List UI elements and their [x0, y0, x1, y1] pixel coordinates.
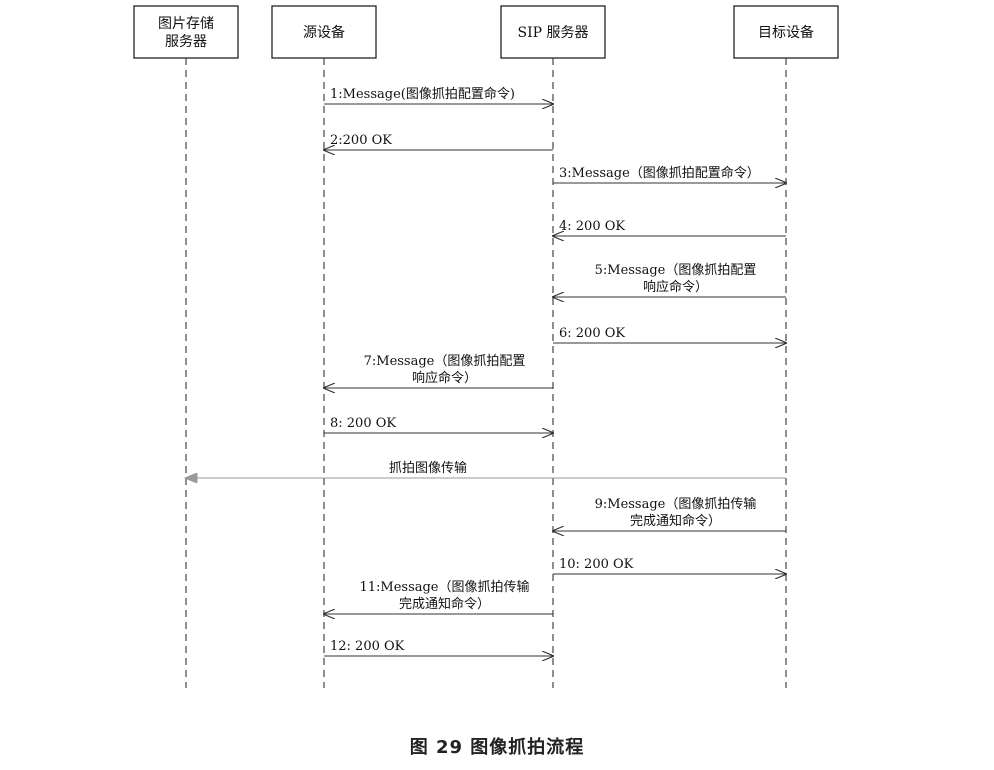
message-label: 响应命令）: [643, 279, 708, 295]
participant-label: 目标设备: [758, 24, 814, 41]
participant-label: 源设备: [303, 24, 345, 41]
message-label: 11:Message（图像抓拍传输: [359, 579, 529, 595]
message-11: 10: 200 OK: [553, 557, 786, 574]
message-label: 6: 200 OK: [559, 326, 625, 341]
participant-dst: 目标设备: [733, 5, 839, 688]
message-label: 响应命令）: [412, 370, 477, 386]
participant-sip: SIP 服务器: [500, 5, 606, 688]
message-label: 8: 200 OK: [330, 416, 396, 431]
message-4: 4: 200 OK: [553, 219, 786, 236]
participant-label: SIP 服务器: [518, 25, 589, 41]
participant-box: [133, 5, 239, 59]
message-label: 9:Message（图像抓拍传输: [595, 496, 757, 512]
message-13: 12: 200 OK: [324, 639, 553, 656]
participant-label: 服务器: [165, 34, 207, 50]
participant-label: 图片存储: [158, 16, 214, 32]
message-label: 5:Message（图像抓拍配置: [595, 263, 757, 278]
message-9: 抓拍图像传输: [186, 460, 786, 478]
participant-box: [500, 5, 606, 59]
participant-src: 源设备: [271, 5, 377, 688]
message-label: 完成通知命令）: [399, 596, 490, 612]
message-label: 4: 200 OK: [559, 219, 625, 234]
message-6: 6: 200 OK: [553, 326, 786, 343]
message-2: 2:200 OK: [324, 133, 553, 150]
message-label: 7:Message（图像抓拍配置: [364, 354, 526, 369]
participant-box: [733, 5, 839, 59]
message-label: 抓拍图像传输: [389, 460, 467, 476]
message-label: 3:Message（图像抓拍配置命令）: [559, 165, 760, 181]
message-label: 2:200 OK: [330, 133, 392, 148]
message-8: 8: 200 OK: [324, 416, 553, 433]
figure-caption: 图 29 图像抓拍流程: [409, 737, 585, 758]
message-label: 完成通知命令）: [630, 513, 721, 529]
message-label: 1:Message(图像抓拍配置命令): [330, 86, 515, 102]
message-3: 3:Message（图像抓拍配置命令）: [553, 165, 786, 183]
message-label: 10: 200 OK: [559, 557, 634, 572]
message-1: 1:Message(图像抓拍配置命令): [324, 86, 553, 104]
message-label: 12: 200 OK: [330, 639, 405, 654]
